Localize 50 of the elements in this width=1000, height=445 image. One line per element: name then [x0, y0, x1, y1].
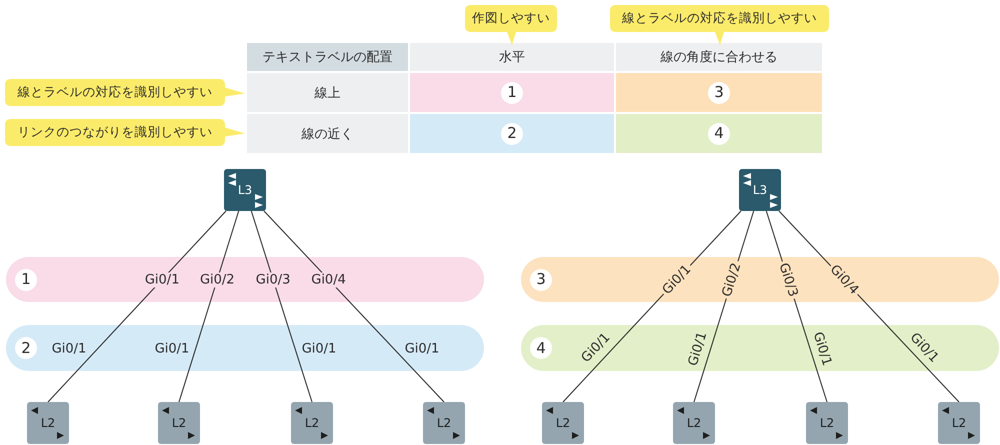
port-label: Gi0/1	[809, 329, 835, 370]
switch-label: L2	[436, 417, 452, 429]
step-number: 2	[15, 337, 37, 359]
network-switch	[224, 169, 266, 211]
switch-label: L2	[304, 417, 320, 429]
port-label: Gi0/1	[300, 342, 338, 356]
network-switch	[542, 402, 584, 444]
step-number: 2	[501, 122, 523, 144]
port-label: Gi0/1	[404, 342, 440, 356]
network-switch	[158, 402, 200, 444]
callout: 作図しやすい	[465, 5, 557, 45]
link-line	[250, 210, 312, 402]
row-header: 線の近く	[247, 114, 408, 153]
row-header: 線上	[247, 73, 408, 112]
switch-label: L2	[686, 417, 702, 429]
step-number: 4	[708, 122, 730, 144]
switch-label: L2	[952, 417, 966, 429]
callout: 線とラベルの対応を識別しやすい	[610, 5, 829, 45]
port-label: Gi0/1	[50, 342, 88, 356]
port-label: Gi0/1	[142, 272, 182, 287]
column-header: 線の角度に合わせる	[616, 43, 822, 71]
network-switch	[739, 169, 781, 211]
network-switch	[291, 402, 333, 444]
step-number: 4	[530, 337, 552, 359]
network-switch	[423, 402, 465, 444]
switch-label: L2	[172, 417, 186, 429]
port-label: Gi0/1	[154, 342, 190, 356]
callout: リンクのつながりを識別しやすい	[5, 119, 245, 146]
link-line	[48, 210, 226, 402]
network-switch	[673, 402, 715, 444]
link-line	[178, 210, 240, 402]
network-switch	[938, 402, 980, 444]
network-switch	[27, 402, 69, 444]
column-header: テキストラベルの配置	[247, 43, 408, 71]
port-label: Gi0/1	[685, 329, 711, 370]
network-switch	[806, 402, 848, 444]
switch-label: L2	[40, 417, 56, 429]
step-number: 1	[15, 268, 37, 290]
switch-label: L2	[556, 417, 570, 429]
step-number: 1	[501, 82, 523, 104]
port-label: Gi0/4	[309, 272, 348, 287]
link-line	[264, 210, 444, 402]
port-label: Gi0/3	[254, 272, 292, 287]
switch-label: L2	[820, 417, 834, 429]
switch-label: L3	[238, 184, 252, 196]
callout: 線とラベルの対応を識別しやすい	[5, 79, 245, 106]
switch-label: L3	[752, 184, 768, 196]
column-header: 水平	[410, 43, 614, 71]
step-number: 3	[530, 268, 552, 290]
step-number: 3	[708, 82, 730, 104]
